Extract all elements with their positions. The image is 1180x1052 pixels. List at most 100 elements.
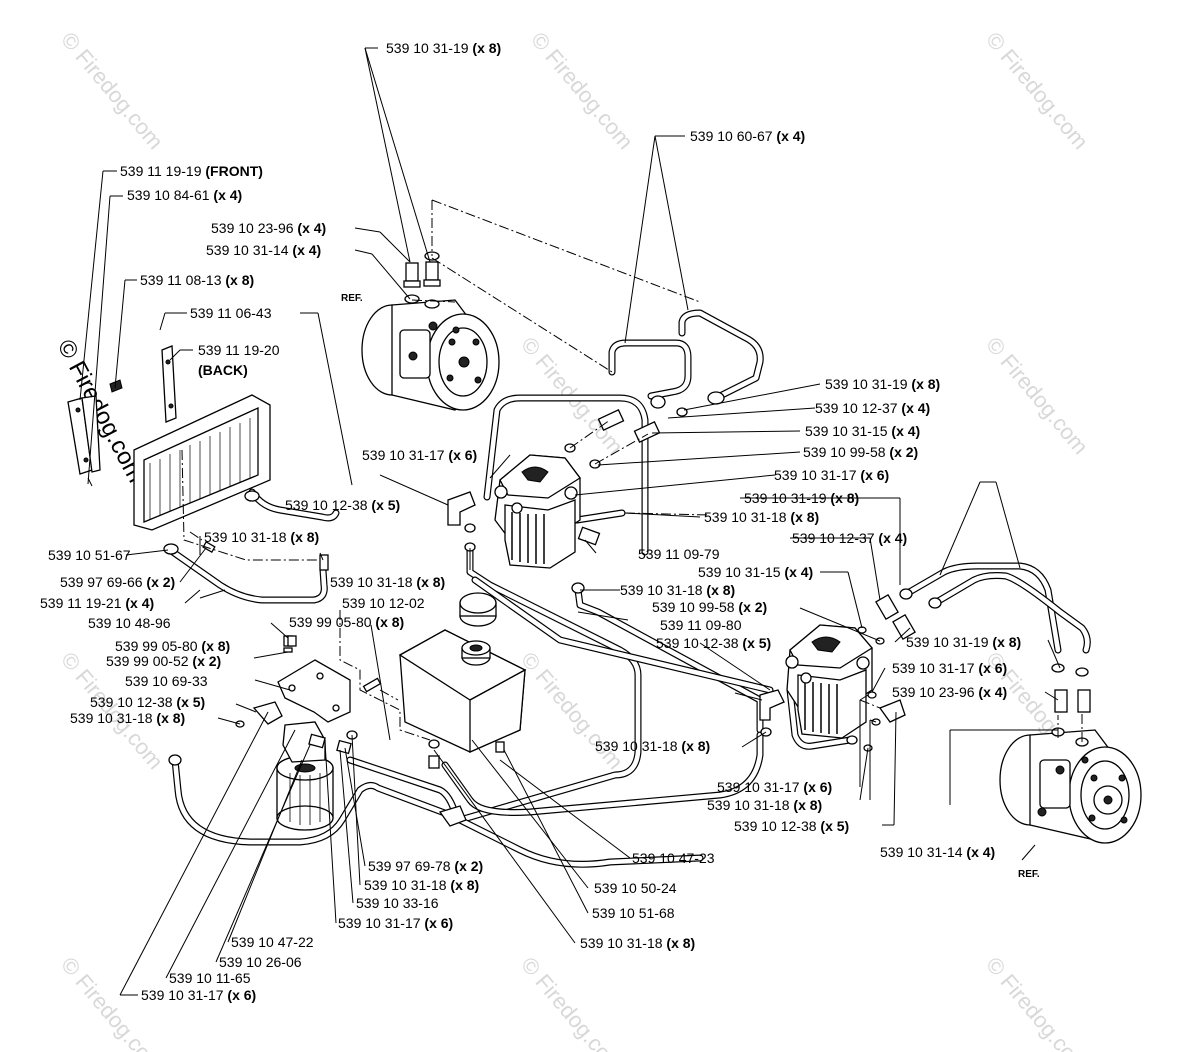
callout-label: 539 10 48-96 xyxy=(88,615,171,631)
callout-label: 539 10 12-37 (x 4) xyxy=(792,530,907,546)
part-number: 539 10 50-24 xyxy=(594,880,677,896)
part-number: 539 10 12-02 xyxy=(342,595,425,611)
part-number: 539 99 00-52 xyxy=(106,653,189,669)
part-qty: (x 8) xyxy=(830,490,859,506)
part-number: 539 11 09-80 xyxy=(660,617,742,633)
part-number: 539 10 31-18 xyxy=(204,529,287,545)
part-number: 539 10 31-18 xyxy=(704,509,787,525)
part-qty: (x 8) xyxy=(225,272,254,288)
callout-label: 539 10 26-06 xyxy=(219,954,302,970)
part-qty: (x 2) xyxy=(454,858,483,874)
part-number: 539 10 51-67 xyxy=(48,547,131,563)
part-number: 539 10 23-96 xyxy=(211,220,294,236)
callout-label: 539 10 31-18 (x 8) xyxy=(204,529,319,545)
hydraulic-reservoir xyxy=(398,592,527,753)
callout-labels: 539 10 31-19 (x 8) 539 10 60-67 (x 4) 53… xyxy=(40,40,1021,1003)
callout-label: 539 10 31-18 (x 8) xyxy=(704,509,819,525)
part-qty: (x 6) xyxy=(448,447,477,463)
callout-label: 539 99 00-52 (x 2) xyxy=(106,653,221,669)
callout-label: 539 10 31-17 (x 6) xyxy=(717,779,832,795)
part-qty: (x 6) xyxy=(227,987,256,1003)
callout-label: 539 99 05-80 (x 8) xyxy=(115,638,230,654)
callout-label: 539 10 12-38 (x 5) xyxy=(656,635,771,651)
callout-label: 539 10 99-58 (x 2) xyxy=(803,444,918,460)
callout-label: 539 10 69-33 xyxy=(125,673,208,689)
callout-label: 539 97 69-66 (x 2) xyxy=(60,574,175,590)
watermark-text: © Firedog.com xyxy=(56,27,168,154)
leader-lines xyxy=(79,47,1061,996)
part-qty: (x 2) xyxy=(889,444,918,460)
part-number: 539 10 69-33 xyxy=(125,673,208,689)
part-number: 539 10 48-96 xyxy=(88,615,171,631)
part-number: 539 10 31-15 xyxy=(805,423,888,439)
part-qty: (x 4) xyxy=(978,684,1007,700)
hydraulic-motor-right xyxy=(999,729,1142,844)
ref-label-top: REF. xyxy=(341,293,363,304)
cooler-bracket-back xyxy=(161,345,177,423)
part-qty: (x 5) xyxy=(371,497,400,513)
part-qty: (x 8) xyxy=(156,710,185,726)
callout-label: 539 10 31-19 (x 8) xyxy=(825,376,940,392)
callout-label: 539 10 31-18 (x 8) xyxy=(580,935,695,951)
callout-label: 539 10 84-61 (x 4) xyxy=(127,187,242,203)
part-number: 539 10 51-68 xyxy=(592,905,675,921)
part-number: 539 10 31-17 xyxy=(774,467,857,483)
callout-label: 539 11 19-19 (FRONT) xyxy=(120,163,263,179)
part-qty: (x 2) xyxy=(146,574,175,590)
part-qty: (x 4) xyxy=(878,530,907,546)
part-number: 539 11 08-13 xyxy=(140,272,222,288)
part-qty: (x 8) xyxy=(472,40,501,56)
hydraulic-pump-center xyxy=(494,454,581,569)
part-number: 539 11 09-79 xyxy=(638,546,720,562)
callout-label: 539 10 31-18 (x 8) xyxy=(364,877,479,893)
callout-label: 539 10 12-38 (x 5) xyxy=(285,497,400,513)
callout-label: 539 10 99-58 (x 2) xyxy=(652,599,767,615)
part-number: 539 10 31-18 xyxy=(364,877,447,893)
callout-label: 539 10 31-14 (x 4) xyxy=(880,844,995,860)
part-qty: (x 5) xyxy=(176,694,205,710)
part-qty: (x 8) xyxy=(375,614,404,630)
part-number: 539 10 60-67 xyxy=(690,128,773,144)
part-number: 539 10 31-15 xyxy=(698,564,781,580)
part-number: 539 10 11-65 xyxy=(169,970,251,986)
part-number: 539 10 31-18 xyxy=(707,797,790,813)
hydraulic-motor-top xyxy=(361,299,500,411)
part-number: 539 11 19-20 xyxy=(198,342,280,358)
part-number: 539 10 31-14 xyxy=(880,844,963,860)
part-qty: (x 4) xyxy=(891,423,920,439)
part-number: 539 10 31-18 xyxy=(70,710,153,726)
part-qty: (x 4) xyxy=(784,564,813,580)
watermark-text: © Firedog.com xyxy=(516,647,628,774)
callout-label: 539 10 23-96 (x 4) xyxy=(211,220,326,236)
part-qty: (x 4) xyxy=(966,844,995,860)
part-qty: (x 4) xyxy=(297,220,326,236)
part-qty: (x 4) xyxy=(125,595,154,611)
part-qty: (x 6) xyxy=(860,467,889,483)
part-number: 539 11 19-21 xyxy=(40,595,122,611)
callout-label: 539 10 31-17 (x 6) xyxy=(892,660,1007,676)
callout-label: 539 10 12-02 xyxy=(342,595,425,611)
part-number: 539 10 31-17 xyxy=(141,987,224,1003)
part-qty: (x 5) xyxy=(820,818,849,834)
callout-label: 539 11 06-43 xyxy=(190,305,272,321)
part-qty: (x 8) xyxy=(793,797,822,813)
part-number: 539 99 05-80 xyxy=(115,638,198,654)
part-number: 539 10 47-22 xyxy=(231,934,314,950)
callout-label: 539 10 31-14 (x 4) xyxy=(206,242,321,258)
part-number: 539 10 12-38 xyxy=(734,818,817,834)
part-number: 539 10 47-23 xyxy=(632,850,715,866)
hydraulic-pump-right xyxy=(785,624,873,739)
part-qty: (x 2) xyxy=(738,599,767,615)
callout-label: 539 10 31-19 (x 8) xyxy=(906,634,1021,650)
callout-label: 539 10 31-17 (x 6) xyxy=(338,915,453,931)
callout-label: 539 10 51-67 xyxy=(48,547,131,563)
part-qty: (FRONT) xyxy=(205,163,263,179)
watermark-text: © Firedog.com xyxy=(981,332,1093,459)
watermark-text: © Firedog.com xyxy=(981,27,1093,154)
callout-label: 539 10 31-18 (x 8) xyxy=(620,582,735,598)
part-number: 539 10 31-17 xyxy=(362,447,445,463)
part-number: 539 10 31-18 xyxy=(330,574,413,590)
callout-label: 539 10 11-65 xyxy=(169,970,251,986)
callout-label: 539 10 31-17 (x 6) xyxy=(362,447,477,463)
